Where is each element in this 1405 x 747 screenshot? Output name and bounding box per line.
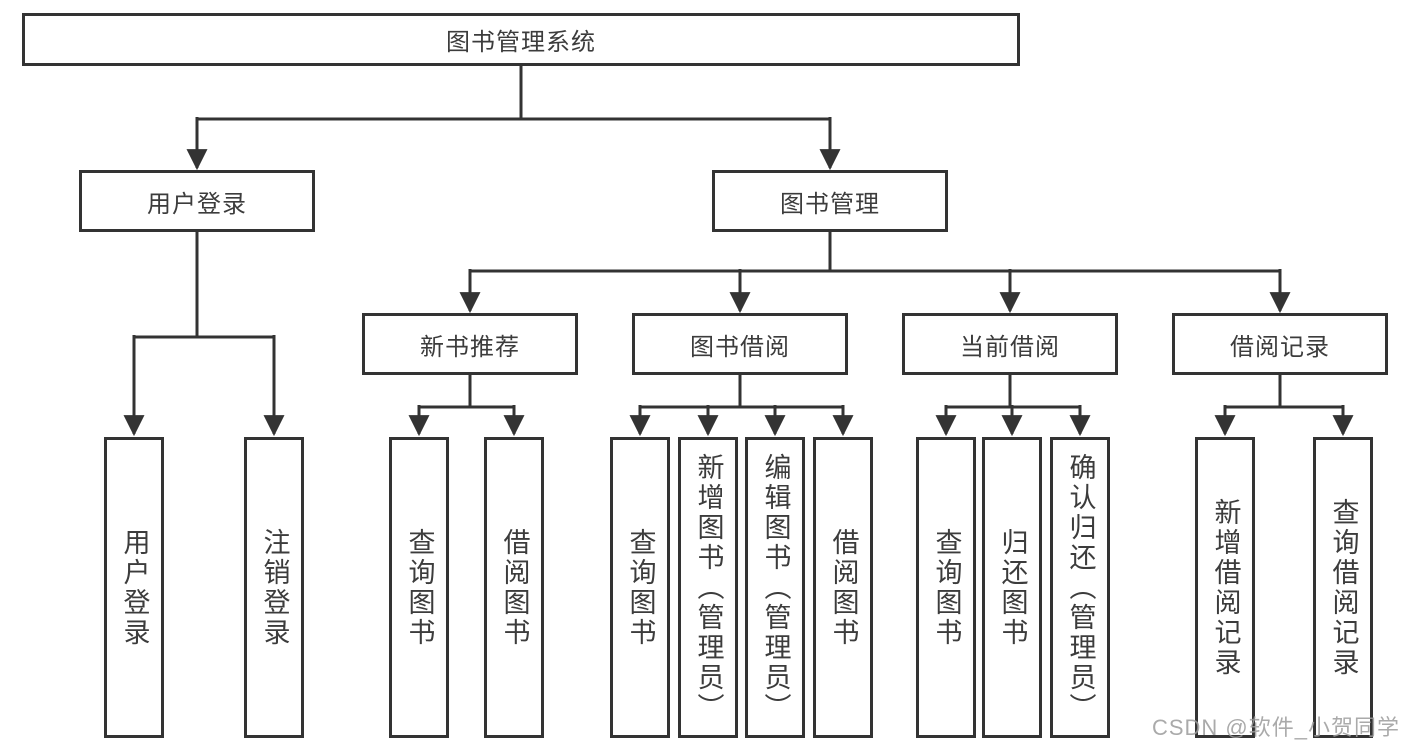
leaf-borrow-books: 借阅图书 (813, 437, 873, 738)
leaf-query-books-recommend: 查询图书 (389, 437, 449, 738)
leaf-add-book-admin: 新增图书（管理员） (678, 437, 738, 738)
node-book-management: 图书管理 (712, 170, 948, 232)
node-current-borrow: 当前借阅 (902, 313, 1118, 375)
node-library-management-system: 图书管理系统 (22, 13, 1020, 66)
node-book-borrow: 图书借阅 (632, 313, 848, 375)
leaf-add-borrow-record: 新增借阅记录 (1195, 437, 1255, 738)
leaf-edit-book-admin: 编辑图书（管理员） (745, 437, 805, 738)
leaf-query-books-current: 查询图书 (916, 437, 976, 738)
node-new-book-recommend: 新书推荐 (362, 313, 578, 375)
leaf-query-borrow-record: 查询借阅记录 (1313, 437, 1373, 738)
leaf-return-books: 归还图书 (982, 437, 1042, 738)
leaf-logout: 注销登录 (244, 437, 304, 738)
csdn-watermark: CSDN @软件_小贺同学 (1151, 715, 1400, 740)
leaf-confirm-return-admin: 确认归还（管理员） (1050, 437, 1110, 738)
node-borrow-records: 借阅记录 (1172, 313, 1388, 375)
node-user-login: 用户登录 (79, 170, 315, 232)
leaf-query-books-borrow: 查询图书 (610, 437, 670, 738)
leaf-user-login: 用户登录 (104, 437, 164, 738)
leaf-borrow-books-recommend: 借阅图书 (484, 437, 544, 738)
